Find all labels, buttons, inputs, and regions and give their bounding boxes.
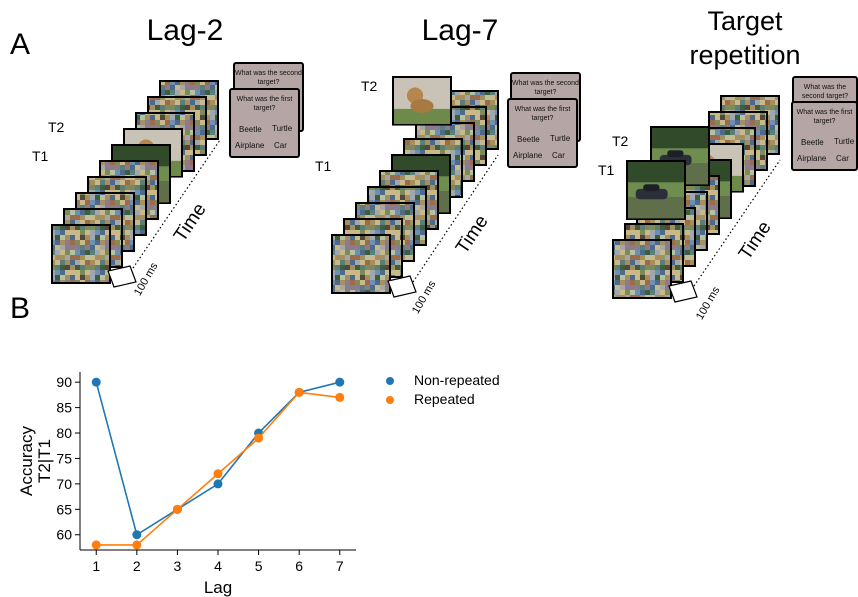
x-tick-label-1: 1 xyxy=(92,558,100,574)
option-turtle: Turtle xyxy=(834,137,855,146)
y-axis-label-line1: Accuracy xyxy=(17,426,36,496)
data-point-repeated-7 xyxy=(335,392,345,402)
option-car: Car xyxy=(836,154,849,163)
data-point-repeated-1 xyxy=(91,540,101,550)
data-point-non-repeated-1 xyxy=(91,377,101,387)
option-turtle: Turtle xyxy=(550,134,571,143)
y-tick-label-80: 80 xyxy=(56,425,72,441)
data-point-repeated-3 xyxy=(172,504,182,514)
lag7-first-target-card: What was the first target? Beetle Turtle… xyxy=(507,98,578,168)
rep-t1-label: T1 xyxy=(598,162,615,178)
target-repetition-title: Target repetition xyxy=(660,4,830,72)
lag2-t1-label: T1 xyxy=(32,148,49,164)
panel-a-label: A xyxy=(10,28,31,61)
y-tick-label-65: 65 xyxy=(56,501,72,517)
y-tick-label-85: 85 xyxy=(56,400,72,416)
x-axis-label: Lag xyxy=(204,578,232,597)
duration-bracket xyxy=(668,280,698,303)
option-beetle: Beetle xyxy=(239,125,262,134)
data-point-repeated-2 xyxy=(132,540,142,550)
noise-mask-frame xyxy=(51,224,111,284)
x-tick-label-7: 7 xyxy=(336,558,344,574)
data-point-repeated-4 xyxy=(213,469,223,479)
y-axis-label-line2: T2|T1 xyxy=(35,439,54,483)
t1-car-image xyxy=(626,160,686,220)
target-repetition-title-line2: repetition xyxy=(689,40,801,70)
lag7-title: Lag-7 xyxy=(421,14,499,47)
y-tick-label-70: 70 xyxy=(56,476,72,492)
x-tick-label-5: 5 xyxy=(255,558,263,574)
lag7-t2-label: T2 xyxy=(361,78,378,94)
data-point-non-repeated-7 xyxy=(335,377,345,387)
panel-b-label: B xyxy=(10,292,31,325)
data-point-non-repeated-4 xyxy=(213,479,223,489)
time-arrow-line xyxy=(412,154,499,283)
legend-label-non-repeated: Non-repeated xyxy=(414,372,500,388)
rep-first-target-card: What was the first target? Beetle Turtle… xyxy=(791,101,858,171)
option-airplane: Airplane xyxy=(235,141,265,150)
second-target-question: What was the second target? xyxy=(235,70,302,86)
y-tick-label-60: 60 xyxy=(56,527,72,543)
legend-marker-non-repeated xyxy=(386,377,394,385)
lag7-t1-label: T1 xyxy=(315,158,332,174)
first-target-question: What was the first target? xyxy=(236,96,293,112)
x-tick-label-2: 2 xyxy=(133,558,141,574)
y-tick-label-90: 90 xyxy=(56,374,72,390)
option-airplane: Airplane xyxy=(797,154,827,163)
noise-mask-frame xyxy=(612,239,672,299)
x-tick-label-4: 4 xyxy=(214,558,222,574)
x-tick-label-6: 6 xyxy=(295,558,303,574)
legend-label-repeated: Repeated xyxy=(414,391,475,407)
target-repetition-title-line1: Target xyxy=(707,6,783,36)
option-airplane: Airplane xyxy=(513,151,543,160)
second-target-question: What was the second target? xyxy=(512,80,579,96)
series-line-non-repeated xyxy=(95,381,340,536)
lag2-first-target-card: What was the first target? Beetle Turtle… xyxy=(229,88,300,158)
x-tick-label-3: 3 xyxy=(174,558,182,574)
data-point-non-repeated-2 xyxy=(132,530,142,540)
noise-mask-frame xyxy=(331,234,391,294)
duration-bracket xyxy=(387,275,417,298)
lag2-t2-label: T2 xyxy=(48,119,65,135)
option-car: Car xyxy=(274,141,287,150)
y-tick-label-75: 75 xyxy=(56,450,72,466)
option-beetle: Beetle xyxy=(801,138,824,147)
option-car: Car xyxy=(552,151,565,160)
legend-marker-repeated xyxy=(386,396,394,404)
rep-t2-label: T2 xyxy=(612,133,629,149)
data-point-repeated-5 xyxy=(254,433,264,443)
data-point-repeated-6 xyxy=(294,387,304,397)
t2-dog-image xyxy=(392,76,452,126)
second-target-question: What was the second target? xyxy=(801,84,849,100)
duration-bracket xyxy=(107,265,137,288)
option-turtle: Turtle xyxy=(272,124,293,133)
time-arrow-line xyxy=(693,159,781,287)
first-target-question: What was the first target? xyxy=(514,106,571,122)
rsvp-stimulus-stacks xyxy=(51,76,781,303)
option-beetle: Beetle xyxy=(517,135,540,144)
lag2-title: Lag-2 xyxy=(146,14,224,47)
first-target-question: What was the first target? xyxy=(796,109,853,125)
time-arrow-line xyxy=(132,139,221,269)
